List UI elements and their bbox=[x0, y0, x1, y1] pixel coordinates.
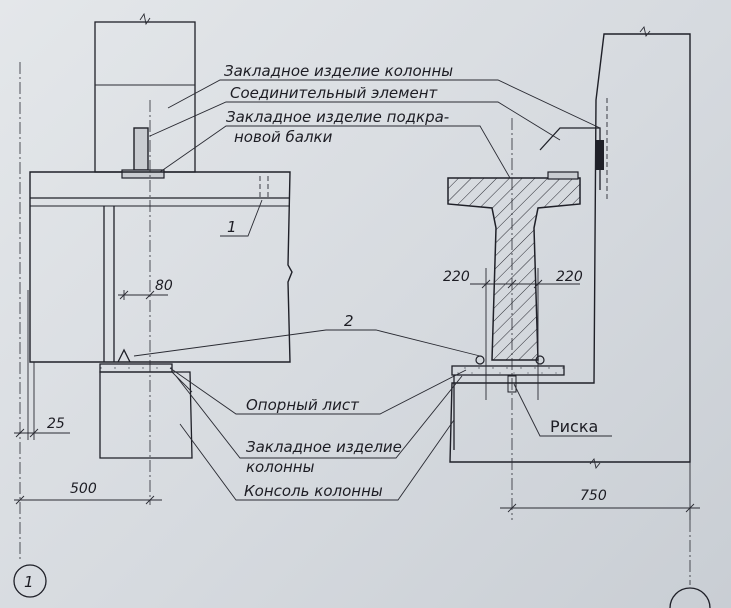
dim80-tick-a bbox=[119, 290, 129, 300]
label-mark-2: 2 bbox=[344, 312, 354, 330]
column-embed-plate bbox=[596, 140, 604, 170]
dim25-tick-b bbox=[29, 428, 39, 438]
label-support-plate: Опорный лист bbox=[246, 396, 360, 414]
crane-beam-side bbox=[29, 171, 293, 363]
label-column-embed-bottom-2: колонны bbox=[246, 458, 315, 476]
leader-risk bbox=[513, 383, 612, 437]
label-column-embed-top: Закладное изделие колонны bbox=[224, 62, 453, 80]
dim220-tick-b bbox=[507, 279, 517, 289]
label-column-embed-bottom-1: Закладное изделие bbox=[246, 438, 402, 456]
leader-column-embed-bottom bbox=[175, 375, 463, 459]
column-console-left bbox=[99, 371, 193, 459]
beam-top-plate bbox=[547, 171, 579, 180]
grid-axis-label: 1 bbox=[24, 573, 34, 591]
dimension-220-left: 220 bbox=[443, 269, 470, 285]
dim500-tick-b bbox=[145, 495, 155, 505]
left-elevation: 80 25 500 1 bbox=[13, 12, 293, 598]
dim500-tick-a bbox=[15, 495, 25, 505]
beam-embed-plate bbox=[121, 169, 165, 179]
column-section bbox=[449, 33, 691, 463]
leader-column-embed-top bbox=[167, 79, 601, 129]
right-section: 220 220 750 bbox=[443, 25, 711, 608]
break-mark-top-right bbox=[639, 25, 651, 38]
label-column-console: Консоль колонны bbox=[244, 482, 383, 500]
dim80-tick-b bbox=[145, 290, 155, 300]
leader-connecting-element bbox=[149, 101, 561, 141]
bolt-left bbox=[475, 355, 485, 365]
support-plate-right bbox=[451, 365, 565, 376]
grid-axis-bubble bbox=[13, 564, 47, 598]
anchor-bolt bbox=[117, 348, 131, 363]
label-connecting-element: Соединительный элемент bbox=[230, 84, 439, 102]
bolt-right bbox=[535, 355, 545, 365]
leader-support-plate bbox=[169, 367, 467, 415]
risk-mark bbox=[507, 375, 517, 393]
dim750-tick-a bbox=[507, 503, 517, 513]
label-risk: Риска bbox=[550, 417, 598, 436]
dimension-500: 500 bbox=[70, 481, 97, 497]
dimension-220-right: 220 bbox=[556, 269, 583, 285]
leader-mark-2 bbox=[133, 329, 481, 357]
dim220-tick-a bbox=[481, 279, 491, 289]
dimension-750: 750 bbox=[580, 488, 607, 504]
dimension-80: 80 bbox=[155, 278, 173, 294]
break-mark-bottom-right bbox=[589, 457, 601, 470]
dim25-tick-a bbox=[15, 428, 25, 438]
leaders bbox=[133, 79, 612, 501]
console-chamfer bbox=[171, 371, 193, 393]
leader-crane-beam-embed bbox=[159, 125, 511, 179]
grid-axis-bubble-2 bbox=[669, 587, 711, 608]
labels: Закладное изделие колонны Соединительный… bbox=[222, 62, 598, 500]
dim750-tick-b bbox=[685, 503, 695, 513]
break-mark-top-left bbox=[139, 12, 151, 26]
label-crane-beam-embed-1: Закладное изделие подкра- bbox=[226, 108, 449, 126]
support-plate-left bbox=[99, 363, 173, 373]
dim220-tick-c bbox=[533, 279, 543, 289]
label-mark-1: 1 bbox=[227, 218, 237, 236]
dimension-25: 25 bbox=[47, 416, 65, 432]
leader-column-console bbox=[179, 419, 455, 501]
column-embed-bolt bbox=[133, 127, 149, 171]
label-crane-beam-embed-2: новой балки bbox=[234, 128, 333, 146]
